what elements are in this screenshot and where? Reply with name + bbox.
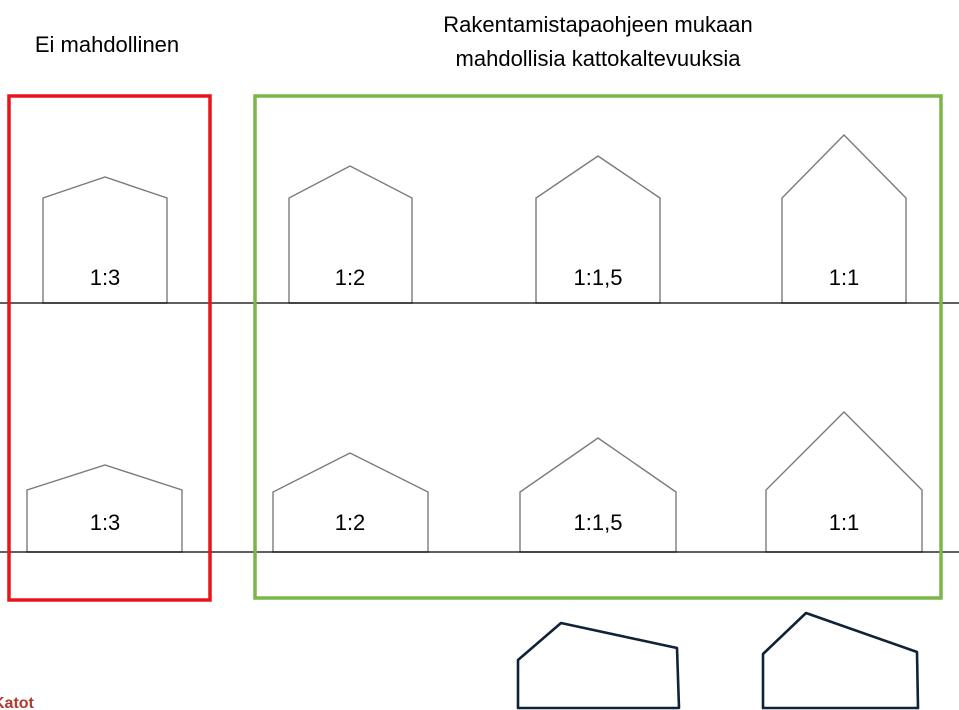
pitch-label: 1:1,5 bbox=[574, 265, 623, 290]
house-row2-col1: 1:3 bbox=[26, 464, 183, 553]
footer-label: Katot bbox=[0, 695, 35, 710]
pitch-label: 1:1,5 bbox=[574, 510, 623, 535]
house-row2-col4: 1:1 bbox=[765, 411, 923, 553]
house-row2-col2: 1:2 bbox=[272, 452, 429, 553]
pitch-label: 1:2 bbox=[335, 510, 366, 535]
pitch-label: 1:3 bbox=[90, 265, 121, 290]
allowed-frame bbox=[253, 94, 943, 600]
house-row1-col3: 1:1,5 bbox=[535, 155, 661, 304]
row-2: 1:3 1:2 1:1,5 1:1 bbox=[26, 411, 923, 553]
house-outline-icon bbox=[516, 621, 681, 710]
house-row1-col4: 1:1 bbox=[781, 134, 907, 304]
house-row1-col1: 1:3 bbox=[42, 176, 168, 304]
not-possible-frame bbox=[7, 94, 212, 602]
header-allowed-line2: mahdollisia kattokaltevuuksia bbox=[456, 46, 742, 71]
row-1: 1:3 1:2 1:1,5 1:1 bbox=[42, 134, 907, 304]
header-not-possible: Ei mahdollinen bbox=[35, 32, 179, 57]
house-row2-col3: 1:1,5 bbox=[519, 437, 677, 553]
house-outline-icon bbox=[761, 611, 920, 710]
pitch-label: 1:1 bbox=[829, 510, 860, 535]
pitch-label: 1:3 bbox=[90, 510, 121, 535]
house-row1-col2: 1:2 bbox=[288, 165, 413, 304]
pitch-label: 1:1 bbox=[829, 265, 860, 290]
pitch-label: 1:2 bbox=[335, 265, 366, 290]
header-allowed-line1: Rakentamistapaohjeen mukaan bbox=[443, 12, 752, 37]
